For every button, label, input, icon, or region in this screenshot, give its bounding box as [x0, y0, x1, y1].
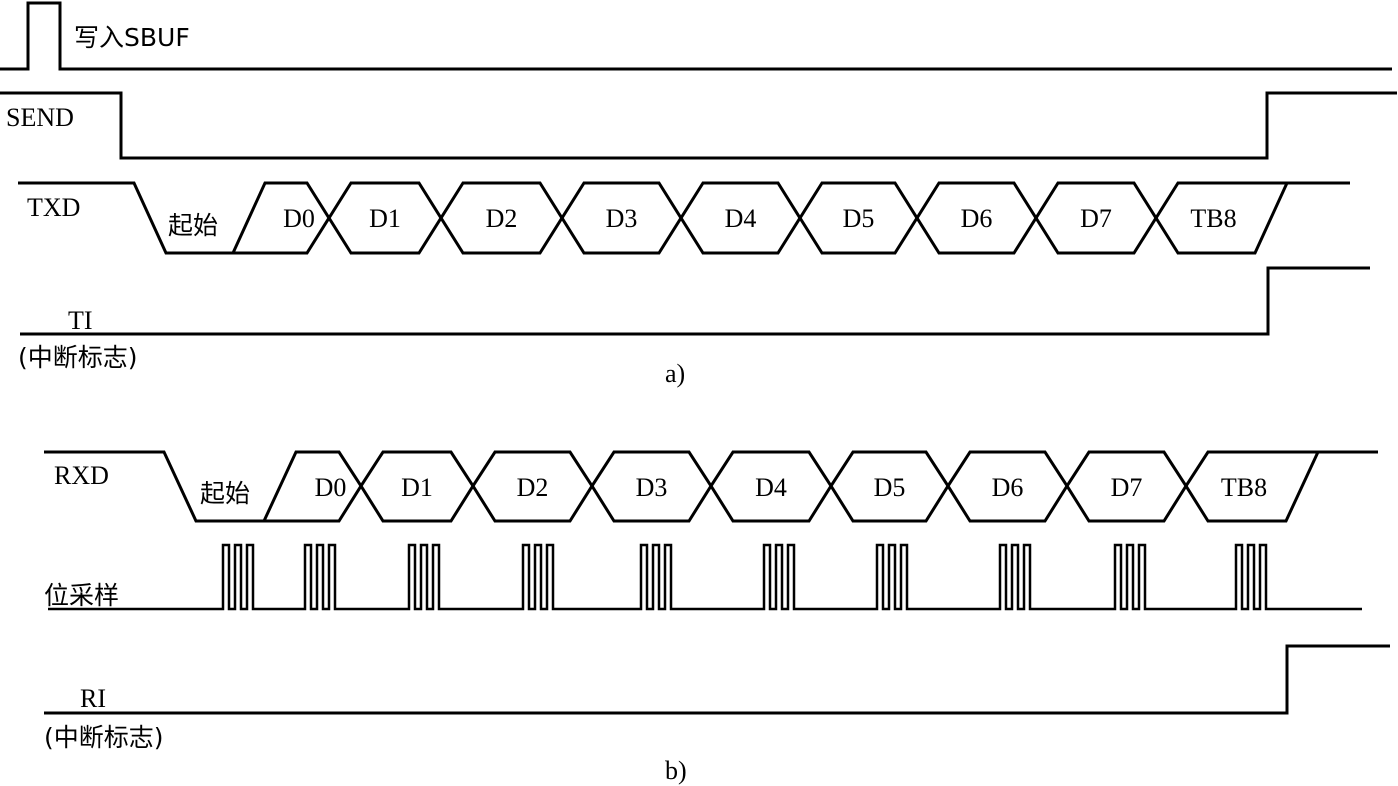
bit-label-d7: D7 [1080, 204, 1112, 233]
ti-interrupt-note: (中断标志) [18, 343, 138, 372]
bit-label-d4: D4 [725, 204, 757, 233]
bit-label-d1: D1 [369, 204, 401, 233]
bit-label-d3: D3 [636, 473, 668, 502]
bus-lower-edge [264, 451, 1320, 523]
caption-b: b) [665, 756, 687, 785]
bit-label-d6: D6 [992, 473, 1024, 502]
ri-label: RI [80, 684, 106, 713]
txd-start-label: 起始 [168, 211, 218, 240]
diagram-b: RXD 起始 D0 D1 D2 D3 D4 D5 D6 D7 TB8 位采样 RI (中断标志)… [44, 450, 1390, 785]
write-sbuf-signal [0, 1, 1392, 71]
ri-interrupt-note: (中断标志) [44, 723, 164, 752]
ti-signal [20, 266, 1370, 336]
bit-label-d7: D7 [1111, 473, 1143, 502]
bit-label-d3: D3 [606, 204, 638, 233]
ti-label: TI [68, 306, 93, 335]
txd-label: TXD [27, 193, 80, 222]
rxd-signal [44, 450, 1378, 523]
bit-label-d2: D2 [517, 473, 549, 502]
ri-signal [44, 644, 1390, 715]
rxd-start-label: 起始 [200, 479, 250, 508]
rxd-bit-labels: D0 D1 D2 D3 D4 D5 D6 D7 TB8 [315, 473, 1268, 502]
bit-label-d1: D1 [401, 473, 433, 502]
bus-lower-edge [233, 182, 1289, 255]
diagram-a: 写入SBUF SEND TXD 起始 D0 D1 D2 D3 D4 D5 D6 D7 TB8 T… [0, 1, 1397, 388]
txd-signal [18, 181, 1350, 255]
caption-a: a) [665, 359, 685, 388]
bit-label-tb8: TB8 [1221, 473, 1267, 502]
send-signal [0, 91, 1397, 160]
bit-label-d0: D0 [315, 473, 347, 502]
bit-label-tb8: TB8 [1190, 204, 1236, 233]
bit-label-d2: D2 [486, 204, 518, 233]
bit-label-d5: D5 [874, 473, 906, 502]
bit-label-d4: D4 [755, 473, 787, 502]
bit-sampling-signal [48, 543, 1362, 611]
txd-bit-labels: D0 D1 D2 D3 D4 D5 D6 D7 TB8 [283, 204, 1237, 233]
write-sbuf-label: 写入SBUF [74, 23, 190, 52]
send-label: SEND [6, 103, 74, 132]
bit-label-d6: D6 [961, 204, 993, 233]
rxd-label: RXD [54, 461, 109, 490]
bit-sampling-label: 位采样 [44, 581, 119, 610]
bit-label-d0: D0 [283, 204, 315, 233]
bit-label-d5: D5 [843, 204, 875, 233]
